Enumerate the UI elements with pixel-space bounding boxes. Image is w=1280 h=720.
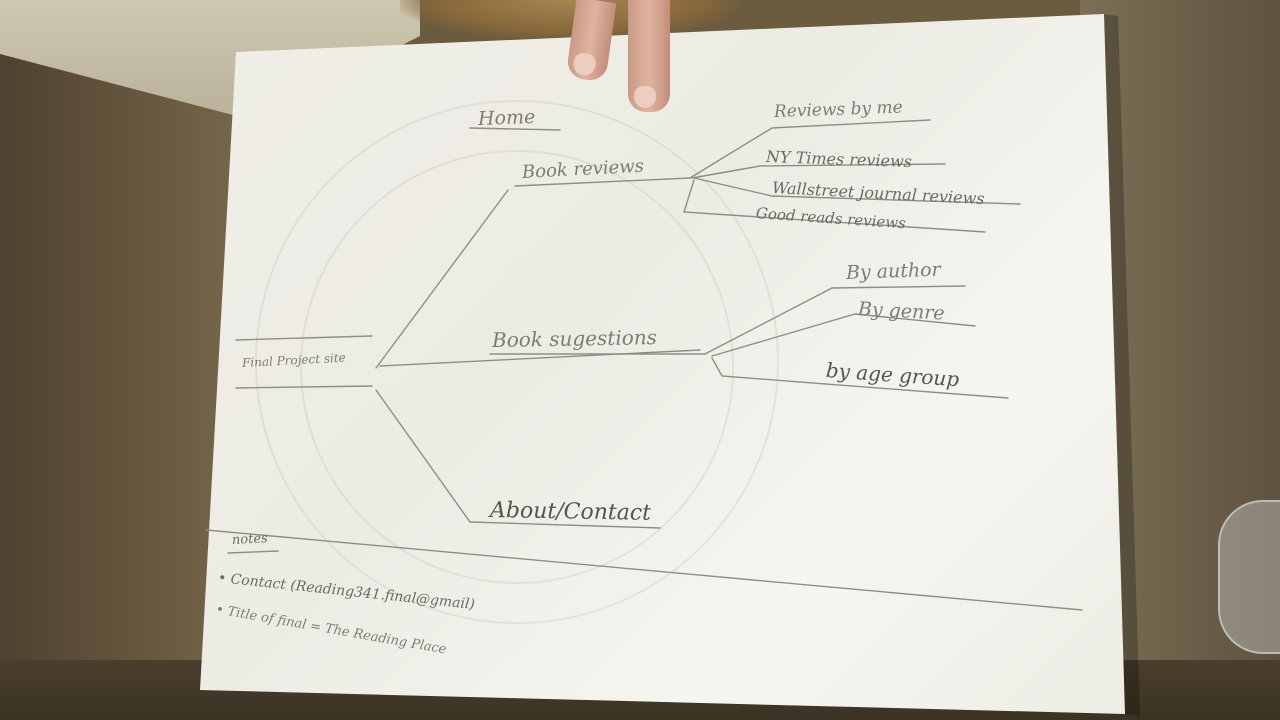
root-to-reviews-line: [375, 189, 509, 369]
node-book-suggestions: Book sugestions: [491, 325, 658, 352]
root-to-suggestions-line: [379, 349, 701, 367]
node-home: Home: [477, 106, 536, 130]
glass-cup: [1218, 500, 1280, 654]
root-to-about-line: [375, 389, 471, 523]
node-by-genre: By genre: [857, 298, 946, 325]
notes-heading: notes: [231, 531, 269, 548]
node-by-author: By author: [845, 258, 942, 284]
finger: [628, 0, 670, 112]
show-through-circle: [300, 150, 734, 584]
node-about-contact: About/Contact: [489, 498, 652, 526]
root-box-lines: [235, 335, 373, 389]
show-through-circle: [255, 100, 779, 624]
